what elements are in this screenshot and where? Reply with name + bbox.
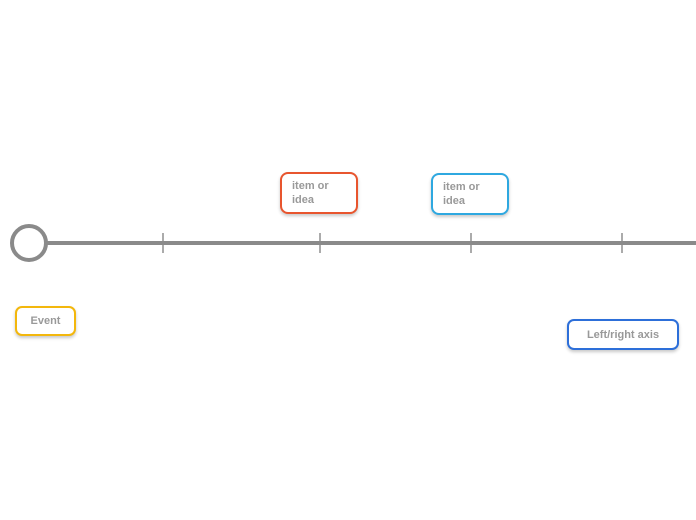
node-label: Left/right axis <box>586 328 660 341</box>
node-left-right-axis[interactable]: Left/right axis <box>567 319 679 350</box>
timeline-axis-line <box>46 241 696 245</box>
node-label: item or idea <box>443 181 480 207</box>
node-event[interactable]: Event <box>15 306 76 336</box>
timeline-origin-circle-icon <box>10 224 48 262</box>
node-label: Event <box>30 315 61 327</box>
node-item-or-idea-1[interactable]: item or idea <box>280 172 358 214</box>
node-item-or-idea-2[interactable]: item or idea <box>431 173 509 215</box>
node-label: item or idea <box>292 180 329 206</box>
